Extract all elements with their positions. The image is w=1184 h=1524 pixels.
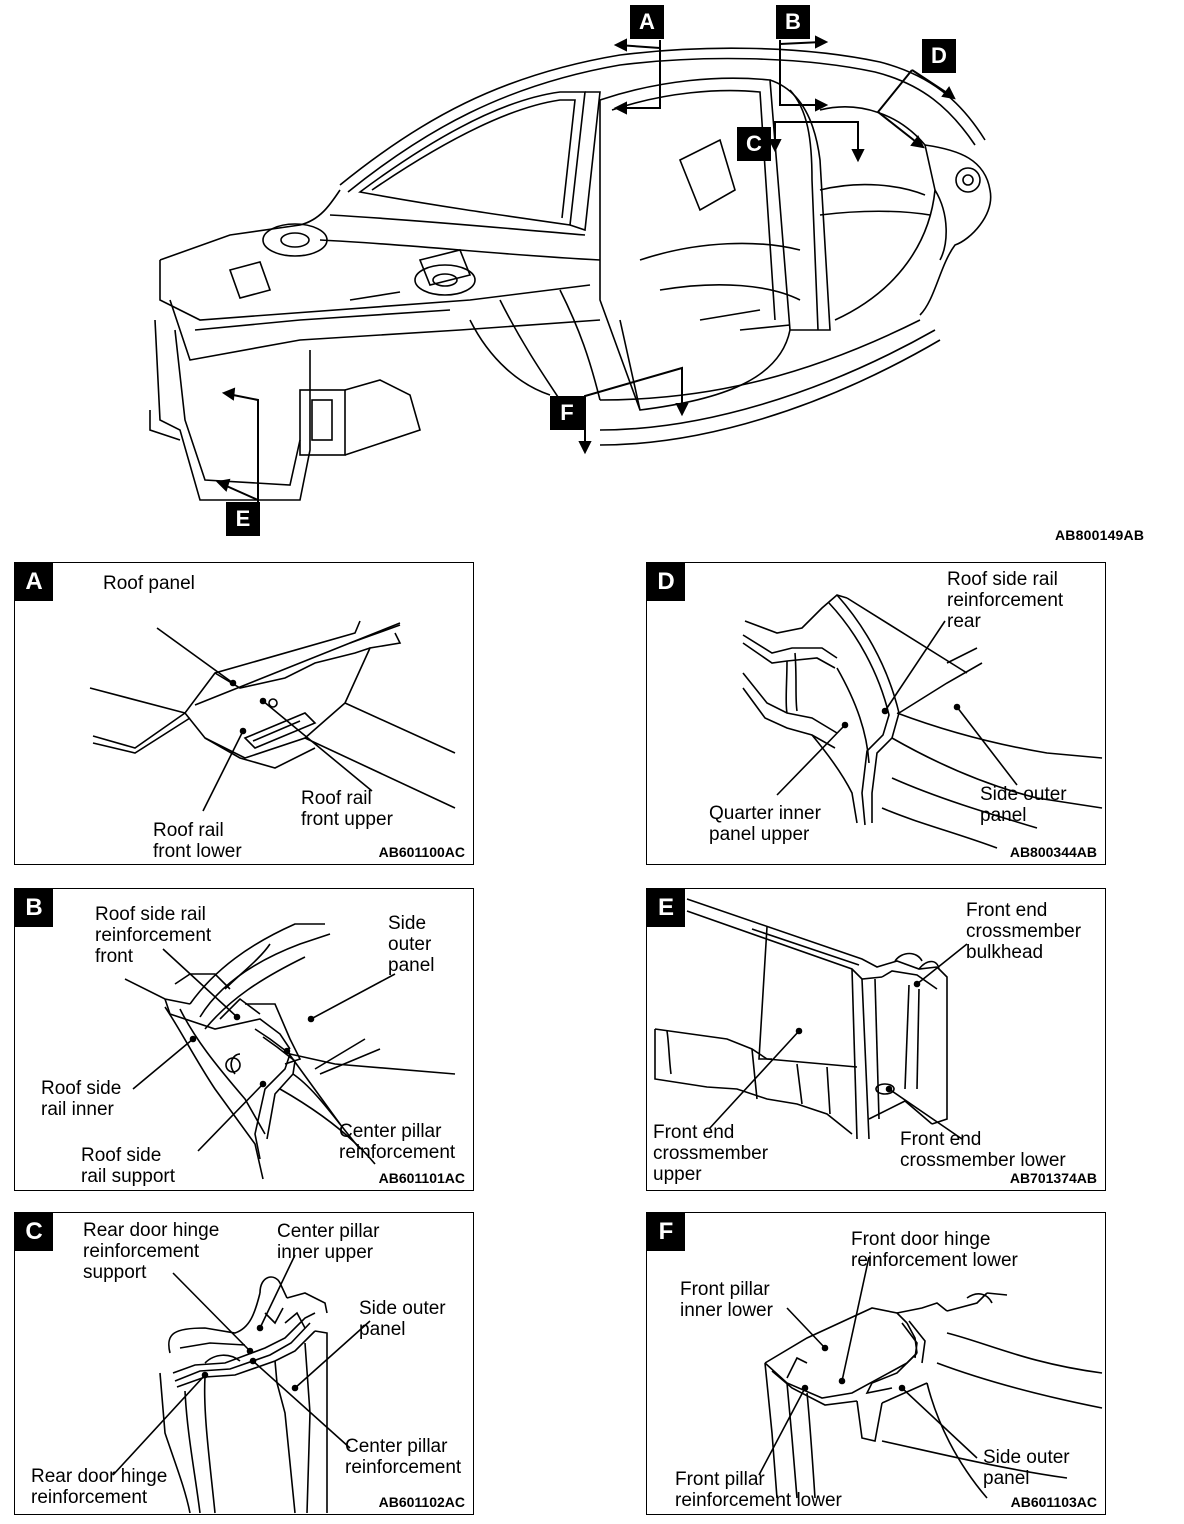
label-front-end-crossmember-upper: Front end crossmember upper [653,1122,769,1185]
label-rear-door-hinge-reinforcement: Rear door hinge reinforcement [31,1466,168,1508]
panel-badge-d: D [647,563,685,601]
panel-code-b: AB601101AC [378,1170,465,1186]
callout-badge-f: F [550,396,584,430]
body-structure-drawing [149,35,992,508]
label-front-end-crossmember-bulkhead: Front end crossmember bulkhead [966,900,1082,963]
front-crossmember-drawing [654,898,968,1140]
callout-badge-e: E [226,502,260,536]
panel-code-d: AB800344AB [1009,844,1097,860]
panel-badge-e: E [647,889,685,927]
detail-panel-a: A Roof panel Roof rail front upper Roof … [14,562,474,865]
callout-badge-d: D [922,39,956,73]
label-center-pillar-inner-upper: Center pillar inner upper [277,1221,380,1263]
label-side-outer-panel: Side outer panel [388,913,435,976]
detail-panel-d: D Roof side rail reinforcement rear Quar… [646,562,1106,865]
roof-side-rail-drawing [124,923,456,1180]
label-center-pillar-reinforcement: Center pillar reinforcement [339,1121,456,1163]
callout-badge-c: C [737,127,771,161]
label-rear-door-hinge-reinforcement-support: Rear door hinge reinforcement support [83,1220,220,1283]
label-front-door-hinge-reinforcement-lower: Front door hinge reinforcement lower [851,1229,1018,1271]
label-front-pillar-inner-lower: Front pillar inner lower [680,1279,773,1321]
callout-badge-b: B [776,5,810,39]
label-roof-side-rail-inner: Roof side rail inner [41,1078,122,1120]
panel-code-f: AB601103AC [1010,1494,1097,1510]
label-roof-side-rail-reinforcement-front: Roof side rail reinforcement front [95,904,212,967]
panel-code-c: AB601102AC [378,1494,465,1510]
detail-panel-f: F Front door hinge reinforcement lower F [646,1212,1106,1515]
label-roof-rail-front-lower: Roof rail front lower [153,820,242,862]
center-pillar-drawing [112,1254,371,1514]
panel-badge-b: B [15,889,53,927]
label-quarter-inner-panel-upper: Quarter inner panel upper [709,803,821,845]
label-center-pillar-reinforcement-c: Center pillar reinforcement [345,1436,462,1478]
label-roof-rail-front-upper: Roof rail front upper [301,788,393,830]
roof-rail-drawing [89,620,456,812]
label-front-end-crossmember-lower: Front end crossmember lower [900,1129,1066,1171]
label-side-outer-panel-d: Side outer panel [980,784,1067,826]
detail-panel-c: C Rear door hinge reinforcement support … [14,1212,474,1515]
panel-badge-c: C [15,1213,53,1251]
label-side-outer-panel-f: Side outer panel [983,1447,1070,1489]
panel-code-e: AB701374AB [1009,1170,1097,1186]
label-roof-panel: Roof panel [103,573,195,594]
label-roof-side-rail-reinforcement-rear: Roof side rail reinforcement rear [947,569,1064,632]
panel-badge-f: F [647,1213,685,1251]
label-side-outer-panel-c: Side outer panel [359,1298,446,1340]
label-front-pillar-reinforcement-lower: Front pillar reinforcement lower [675,1469,842,1511]
quarter-panel-drawing [742,594,1103,849]
callout-badge-a: A [630,5,664,39]
main-diagram-code: AB800149AB [1055,527,1145,543]
panel-code-a: AB601100AC [378,844,465,860]
detail-panel-b: B Roof side rail reinforcement front [14,888,474,1191]
label-roof-side-rail-support: Roof side rail support [81,1145,175,1187]
panel-badge-a: A [15,563,53,601]
front-pillar-drawing [758,1256,1103,1499]
detail-panel-e: E Front end crossmember bulkhead Front e… [646,888,1106,1191]
